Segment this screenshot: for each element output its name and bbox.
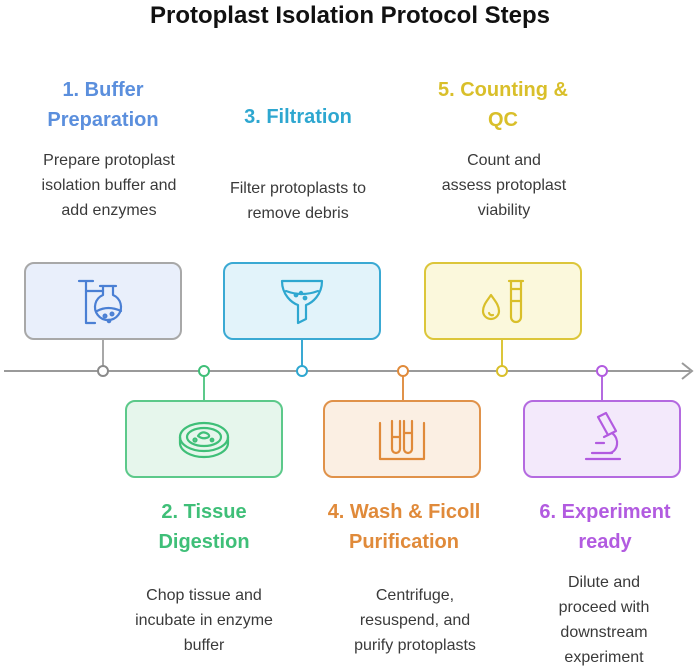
flask-icon — [77, 279, 123, 325]
marker-2 — [198, 365, 210, 377]
microscope-icon — [584, 411, 622, 461]
step-3-card — [223, 262, 381, 340]
step-4-description: Centrifuge, resuspend, and purify protop… — [354, 587, 476, 654]
step-3-title: 3. Filtration — [244, 106, 352, 128]
timeline-arrowhead — [681, 362, 694, 380]
step-3-description: Filter protoplasts to remove debris — [229, 180, 367, 222]
step-1-card — [24, 262, 182, 340]
step-6-description: Dilute and proceed with downstream exper… — [558, 574, 650, 666]
marker-1 — [97, 365, 109, 377]
step-1-title: 1. Buffer Preparation — [47, 79, 159, 131]
step-6-title: 6. Experiment ready — [539, 501, 671, 553]
petri-dish-icon — [178, 421, 230, 459]
step-6-card — [523, 400, 681, 478]
step-1-description: Prepare protoplast isolation buffer and … — [41, 152, 177, 219]
test-tubes-icon — [378, 419, 426, 461]
step-2-title: 2. Tissue Digestion — [158, 501, 250, 553]
step-4-title: 4. Wash & Ficoll Purification — [327, 501, 481, 553]
step-2-description: Chop tissue and incubate in enzyme buffe… — [135, 587, 273, 654]
step-5-description: Count and assess protoplast viability — [441, 152, 567, 219]
step-5-card — [424, 262, 582, 340]
marker-3 — [296, 365, 308, 377]
marker-4 — [397, 365, 409, 377]
droplet-tube-icon — [481, 279, 525, 324]
diagram-title: Protoplast Isolation Protocol Steps — [149, 2, 551, 29]
step-5-title: 5. Counting & QC — [438, 79, 568, 131]
marker-5 — [496, 365, 508, 377]
funnel-icon — [280, 279, 324, 325]
step-4-card — [323, 400, 481, 478]
marker-6 — [596, 365, 608, 377]
step-2-card — [125, 400, 283, 478]
